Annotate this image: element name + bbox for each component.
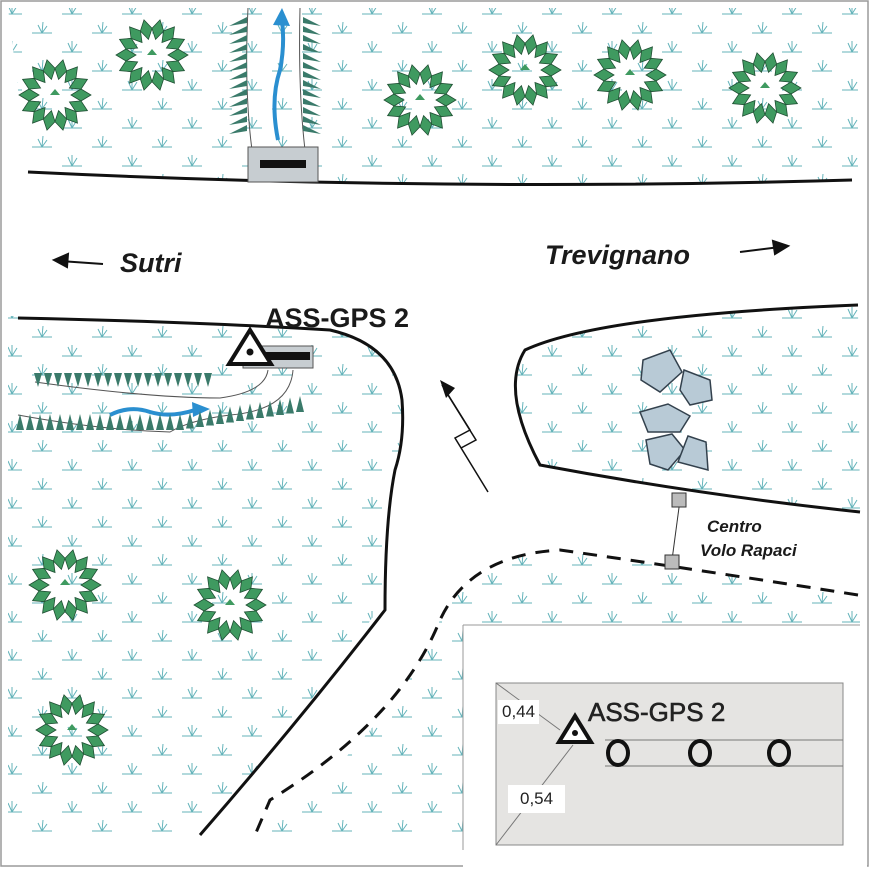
inset-station-dot: [572, 730, 578, 736]
fault-symbol-line: [447, 394, 478, 449]
scarp-north: [229, 17, 321, 134]
gps-station-triangle-icon: [225, 326, 275, 366]
rock-blocks: [638, 349, 713, 471]
inset-value-bottom: 0,54: [508, 785, 566, 813]
road-edge-west: [17, 316, 405, 836]
inset-pipe-lines: [605, 739, 843, 767]
culvert-bar: [260, 160, 306, 168]
scarp-west: [16, 373, 304, 430]
inset-station-triangle-icon: [555, 712, 595, 744]
marsh-area-east: [515, 305, 860, 512]
fence: [664, 492, 687, 570]
marsh-area-west: [8, 316, 403, 835]
flow-arrow-north: [273, 8, 290, 26]
culvert-bar: [265, 352, 310, 360]
station-dot: [246, 348, 254, 356]
dirt-track: [253, 548, 859, 836]
label-station: ASS-GPS 2: [265, 303, 410, 333]
flow-arrow-west: [192, 402, 210, 417]
road-edge-north: [27, 170, 853, 186]
label-trevignano: Trevignano: [545, 240, 691, 270]
stream-flow-north: [272, 19, 286, 141]
tree-icon: [28, 549, 102, 621]
tree-icon: [383, 64, 457, 136]
trees: [18, 19, 802, 766]
label-sutri: Sutri: [120, 248, 182, 278]
tree-icon: [193, 569, 267, 641]
fault-arrow-icon: [440, 380, 455, 398]
stream-flow-west: [109, 407, 196, 417]
inset-circles: [606, 739, 791, 767]
road-edge-east: [513, 303, 861, 514]
tree-icon: [35, 694, 109, 766]
marsh-area-south: [262, 550, 860, 835]
tree-icon: [115, 19, 189, 91]
arrow-west-icon: [51, 252, 104, 269]
inset-value-top: 0,44: [498, 700, 540, 724]
inset-station-label: ASS-GPS 2: [588, 697, 726, 728]
label-volo-rapaci: Volo Rapaci: [700, 541, 797, 560]
arrow-east-icon: [739, 239, 791, 256]
label-centro: Centro: [707, 517, 762, 536]
tree-icon: [728, 52, 802, 124]
tree-icon: [18, 59, 92, 131]
tree-icon: [593, 39, 667, 111]
tree-icon: [488, 34, 562, 106]
